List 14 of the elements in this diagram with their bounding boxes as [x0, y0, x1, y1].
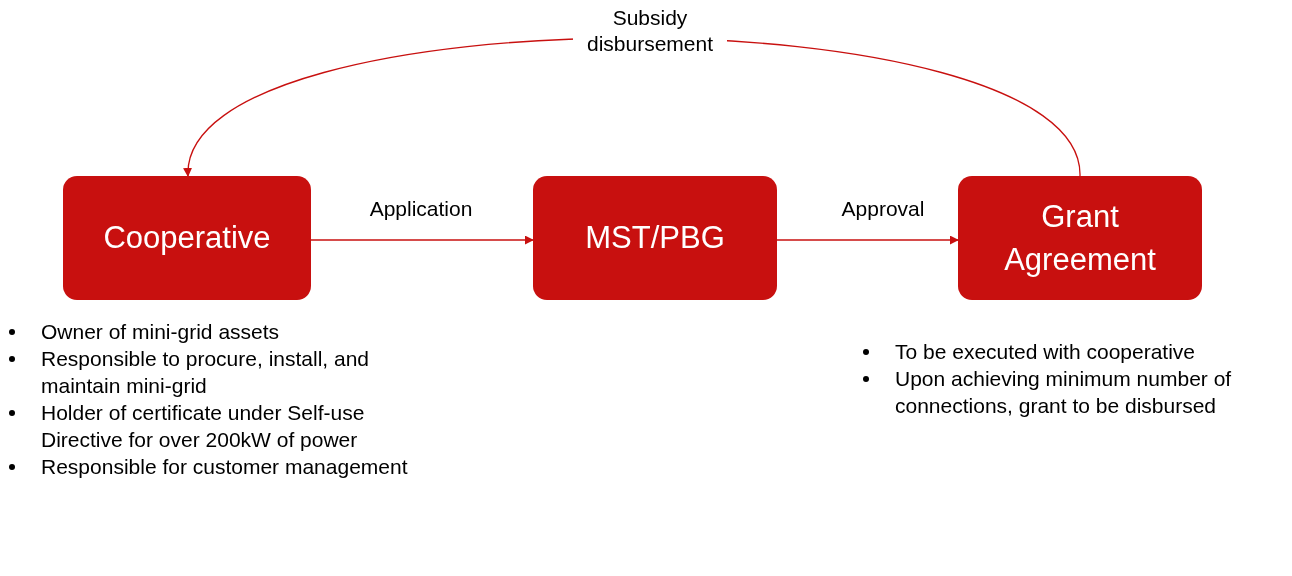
bullet-text: Holder of certificate under Self-use Directive for over 200kW of power — [41, 401, 365, 451]
process-box — [533, 176, 777, 300]
box-label: Grant Agreement — [1003, 197, 1157, 279]
process-box — [63, 176, 311, 300]
bullet-text: Owner of mini-grid assets — [41, 320, 280, 343]
box-label: Cooperative — [103, 219, 271, 258]
arrow — [776, 235, 959, 245]
bullet-text: Responsible to procure, install, and maintain mini-grid — [41, 347, 370, 397]
bullet-text: To be executed with cooperative — [895, 340, 1196, 363]
process-box — [958, 176, 1202, 300]
bullet-text: Responsible for customer management — [41, 455, 408, 478]
arrow — [310, 235, 534, 245]
box-label: MST/PBG — [585, 219, 725, 258]
bullet-text: Upon achieving minimum number of connections, grant to be disbursed — [895, 367, 1232, 417]
